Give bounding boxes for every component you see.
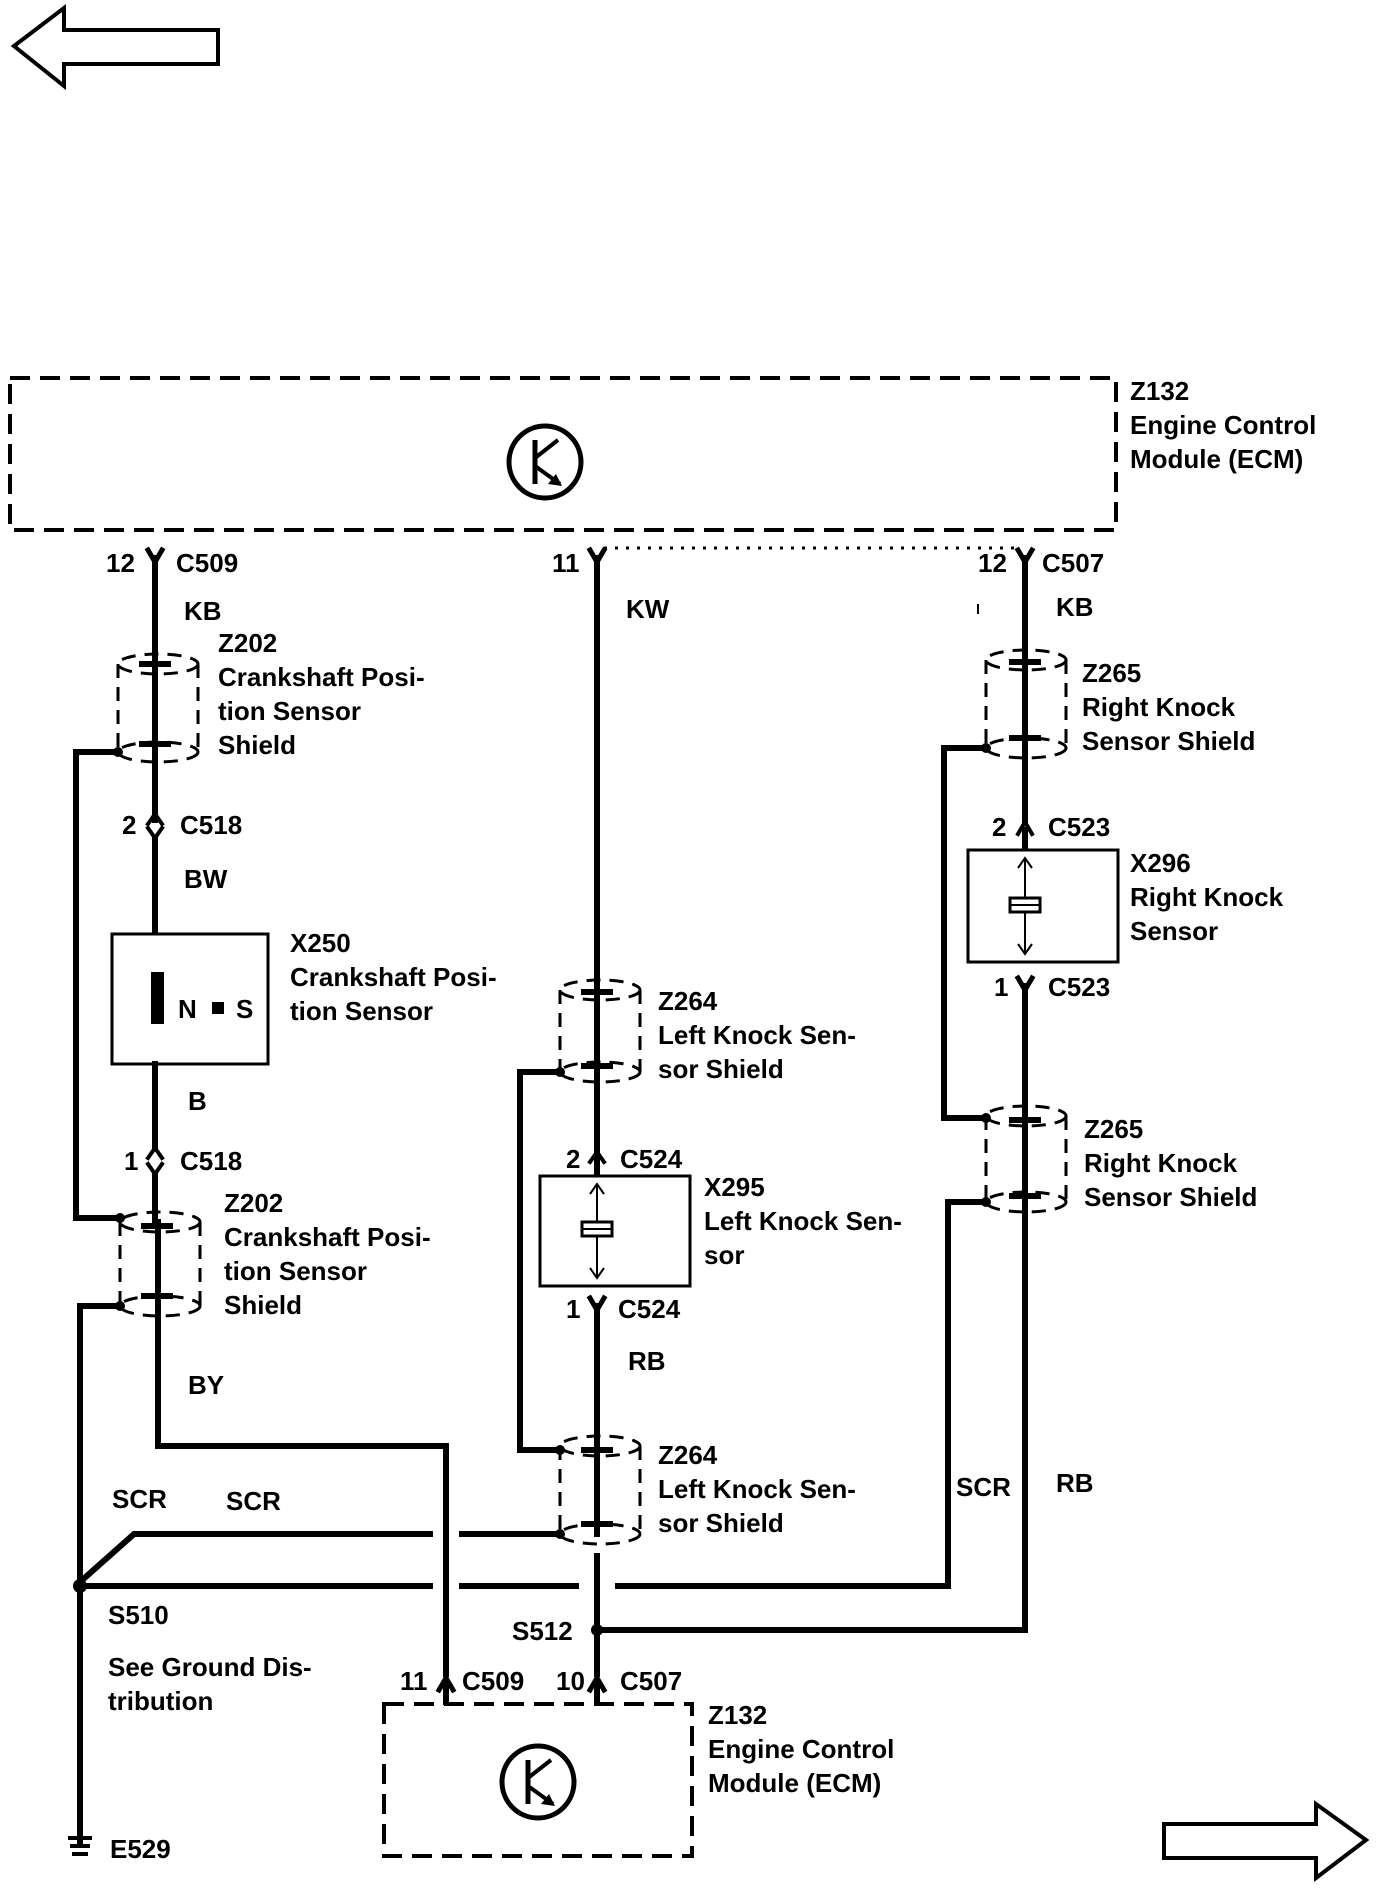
z264-top-l1: Left Knock Sen-: [658, 1020, 856, 1050]
ecm-bottom-box: [382, 1702, 694, 1858]
ecm-top-id: Z132: [1130, 376, 1189, 406]
arrow-left-icon[interactable]: [10, 3, 220, 91]
x250-l1: Crankshaft Posi-: [290, 962, 497, 992]
z202-bot-id: Z202: [224, 1188, 283, 1218]
s510-id: S510: [108, 1600, 169, 1630]
c507-top-pin: 12: [978, 548, 1007, 578]
c518-b-name: C518: [180, 1146, 242, 1176]
c509-mid-pin: 11: [552, 548, 580, 578]
c523-a-name: C523: [1048, 812, 1110, 842]
wire-bw: BW: [184, 864, 228, 894]
x296-id: X296: [1130, 848, 1191, 878]
z265-bot-l2: Sensor Shield: [1084, 1182, 1257, 1212]
ecm-top-box: [8, 376, 1118, 532]
c509-bot-pin: 11: [400, 1666, 428, 1696]
z265-bot-id: Z265: [1084, 1114, 1143, 1144]
c509-top-pin: 12: [106, 548, 135, 578]
c523-b-name: C523: [1048, 972, 1110, 1002]
c518-a-pin: 2: [122, 810, 136, 840]
wire-scr-2: SCR: [226, 1486, 281, 1516]
c523-b-pin: 1: [994, 972, 1008, 1002]
wire-kb-left: KB: [184, 596, 222, 626]
x250-id: X250: [290, 928, 351, 958]
z202-bot-l2: tion Sensor: [224, 1256, 367, 1286]
wire-scr-1: SCR: [112, 1484, 167, 1514]
ecm-bottom-name-1: Engine Control: [708, 1734, 894, 1764]
z265-top-l1: Right Knock: [1082, 692, 1236, 722]
c524-a-name: C524: [620, 1144, 683, 1174]
ground-e529: E529: [110, 1834, 171, 1864]
wire-kw: KW: [626, 594, 670, 624]
ecm-bottom-id: Z132: [708, 1700, 767, 1730]
x250-s-pole: S: [236, 994, 253, 1024]
transistor-icon: [506, 423, 584, 501]
x295-sensor-box: [538, 1174, 692, 1288]
z264-top-id: Z264: [658, 986, 718, 1016]
c524-b-name: C524: [618, 1294, 681, 1324]
c524-b-pin: 1: [566, 1294, 580, 1324]
z202-bot-l3: Shield: [224, 1290, 302, 1320]
arrow-right-icon[interactable]: [1162, 1800, 1370, 1883]
wire-by: BY: [188, 1370, 224, 1400]
s512-id: S512: [512, 1616, 573, 1646]
x250-l2: tion Sensor: [290, 996, 433, 1026]
ecm-bottom-name-2: Module (ECM): [708, 1768, 881, 1798]
wire-scr-right: SCR: [956, 1472, 1011, 1502]
wire-rb-right: RB: [1056, 1468, 1094, 1498]
c507-bot-name: C507: [620, 1666, 682, 1696]
c518-b-pin: 1: [124, 1146, 138, 1176]
c524-a-pin: 2: [566, 1144, 580, 1174]
c507-bot-pin: 10: [556, 1666, 585, 1696]
wire-kb-right: KB: [1056, 592, 1094, 622]
piezo-element-icon: [1008, 856, 1042, 956]
z264-bot-l2: sor Shield: [658, 1508, 784, 1538]
x250-sensor-box: [110, 932, 270, 1066]
z265-top-l2: Sensor Shield: [1082, 726, 1255, 756]
x296-sensor-box: [966, 848, 1120, 964]
c509-top-name: C509: [176, 548, 238, 578]
wire-b: B: [188, 1086, 207, 1116]
s510-l1: See Ground Dis-: [108, 1652, 312, 1682]
wire-rb-mid: RB: [628, 1346, 666, 1376]
z265-bot-l1: Right Knock: [1084, 1148, 1238, 1178]
z202-top-l1: Crankshaft Posi-: [218, 662, 425, 692]
x296-l1: Right Knock: [1130, 882, 1284, 912]
z264-bot-id: Z264: [658, 1440, 718, 1470]
ecm-top-name-2: Module (ECM): [1130, 444, 1303, 474]
z264-top-l2: sor Shield: [658, 1054, 784, 1084]
piezo-element-icon: [580, 1182, 614, 1280]
ground-icon: [68, 1836, 92, 1856]
x296-l2: Sensor: [1130, 916, 1218, 946]
x250-n-pole: N: [178, 994, 197, 1024]
x295-id: X295: [704, 1172, 765, 1202]
z202-top-l3: Shield: [218, 730, 296, 760]
c507-top-name: C507: [1042, 548, 1104, 578]
z202-top-l2: tion Sensor: [218, 696, 361, 726]
z202-bot-l1: Crankshaft Posi-: [224, 1222, 431, 1252]
c518-a-name: C518: [180, 810, 242, 840]
z265-top-id: Z265: [1082, 658, 1141, 688]
ecm-top-name-1: Engine Control: [1130, 410, 1316, 440]
c518-b-connector: [145, 1144, 165, 1178]
z202-top-id: Z202: [218, 628, 277, 658]
transistor-icon: [499, 1743, 577, 1821]
x295-l2: sor: [704, 1240, 744, 1270]
z264-bot-l1: Left Knock Sen-: [658, 1474, 856, 1504]
s510-l2: tribution: [108, 1686, 213, 1716]
c523-a-pin: 2: [992, 812, 1006, 842]
x295-l1: Left Knock Sen-: [704, 1206, 902, 1236]
c509-bot-name: C509: [462, 1666, 524, 1696]
